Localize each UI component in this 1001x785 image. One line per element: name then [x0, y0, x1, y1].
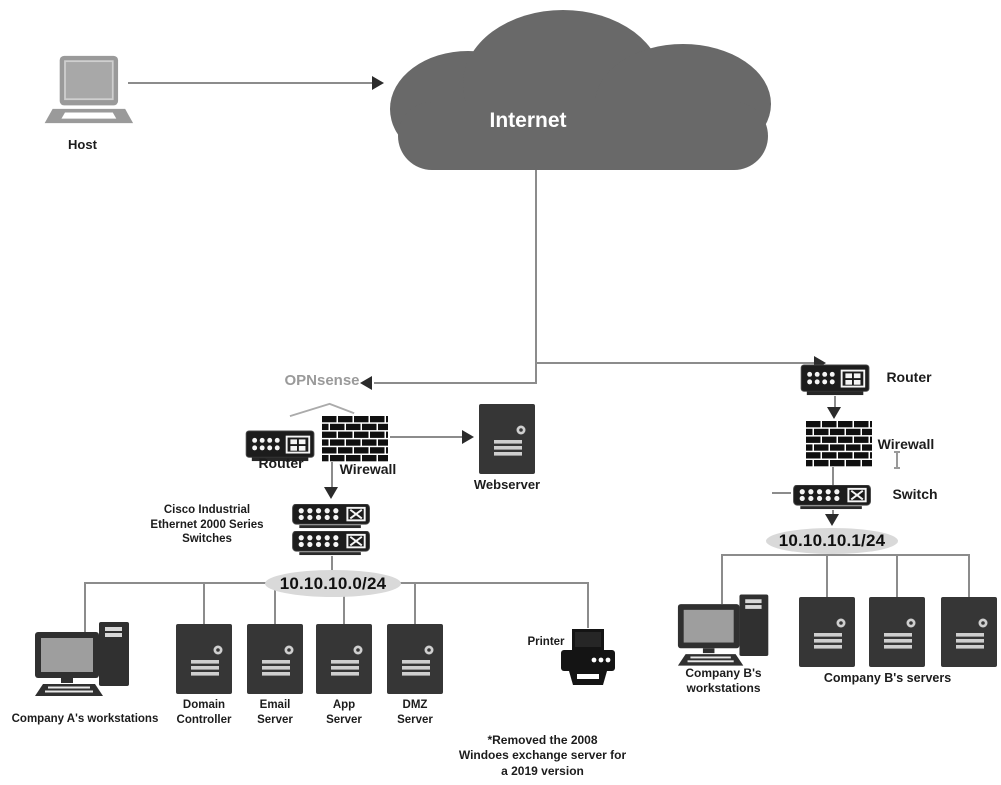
firewall-a-icon	[322, 416, 388, 462]
host-laptop-icon	[42, 52, 134, 134]
opnsense-leader-line	[286, 401, 360, 418]
connector-switch-a-subnet	[331, 556, 333, 570]
drop-a-workstation	[84, 582, 86, 632]
webserver-icon	[478, 404, 536, 474]
drop-a-email-server	[274, 582, 276, 626]
connector-firewall-a-webserver	[390, 436, 466, 438]
arrowhead-to-webserver	[462, 430, 474, 444]
arrowhead-to-firewall-b	[827, 407, 841, 419]
connector-firewall-b-switch-b	[832, 467, 834, 485]
host-label: Host	[68, 137, 97, 152]
email-server-label: Email Server	[257, 699, 293, 726]
arrowhead-to-switches-a	[324, 487, 338, 499]
internet-label: Internet	[489, 109, 567, 132]
router-a-icon	[244, 430, 318, 462]
router-a-label: Router	[258, 455, 304, 471]
printer-icon	[561, 628, 615, 686]
firewall-b-label: Wirewall	[877, 436, 935, 452]
switch-a2-icon	[291, 531, 373, 556]
drop-b-server2	[896, 554, 898, 597]
app-server-icon	[316, 624, 372, 694]
internet-cloud-icon	[388, 4, 776, 172]
subnet-a-ellipse: 10.10.10.0/24	[265, 570, 401, 597]
drop-a-printer	[587, 582, 589, 628]
dmz-server-icon	[387, 624, 443, 694]
connector-host-internet	[128, 82, 374, 84]
footnote: *Removed the 2008 Windoes exchange serve…	[458, 733, 627, 778]
dmz-server-label: DMZ Server	[397, 699, 433, 726]
subnet-b-label: 10.10.10.1/24	[778, 531, 886, 550]
router-b-label: Router	[886, 369, 932, 385]
drop-a-app-server	[343, 582, 345, 626]
text-cursor-artifact	[892, 450, 902, 470]
workstations-b-label: Company B's workstations	[685, 666, 762, 696]
switch-a1-icon	[291, 504, 373, 529]
webserver-label: Webserver	[473, 477, 541, 492]
domain-controller-icon	[176, 624, 232, 694]
arrowhead-to-subnet-b	[825, 514, 839, 526]
app-server-label: App Server	[326, 699, 362, 726]
connector-branch-right	[535, 362, 818, 364]
firewall-b-icon	[806, 421, 872, 467]
drop-a-domain-controller	[203, 582, 205, 626]
switch-b-label: Switch	[892, 486, 938, 502]
servers-b-label: Company B's servers	[823, 671, 952, 685]
drop-a-dmz-server	[414, 582, 416, 626]
server-b2-icon	[869, 597, 925, 667]
server-b1-icon	[799, 597, 855, 667]
drop-b-workstation	[721, 554, 723, 604]
drop-b-server3	[968, 554, 970, 597]
workstation-b-icon	[676, 592, 776, 670]
domain-controller-label: Domain Controller	[176, 699, 232, 726]
connector-branch-left-opnsense	[374, 382, 537, 384]
printer-label: Printer	[527, 636, 565, 648]
switch-b-icon	[791, 485, 875, 510]
switches-a-label: Cisco Industrial Ethernet 2000 Series Sw…	[150, 504, 264, 546]
drop-b-server1	[826, 554, 828, 597]
workstation-a-icon	[33, 620, 137, 700]
email-server-icon	[247, 624, 303, 694]
arrowhead-to-opnsense	[360, 376, 372, 390]
router-b-icon	[799, 364, 873, 396]
connector-firewall-a-switches	[331, 462, 333, 490]
subnet-a-label: 10.10.10.0/24	[279, 573, 387, 593]
opnsense-label: OPNsense	[284, 372, 360, 389]
subnet-b-ellipse: 10.10.10.1/24	[766, 528, 898, 554]
workstations-a-label: Company A's workstations	[11, 713, 159, 725]
connector-internet-trunk	[535, 166, 537, 384]
firewall-a-label: Wirewall	[339, 461, 397, 477]
server-b3-icon	[941, 597, 997, 667]
connector-router-b-firewall-b	[834, 396, 836, 410]
switch-b-left-stub	[772, 492, 791, 494]
bus-subnet-b	[721, 554, 970, 556]
arrowhead-host-to-internet	[372, 76, 384, 90]
